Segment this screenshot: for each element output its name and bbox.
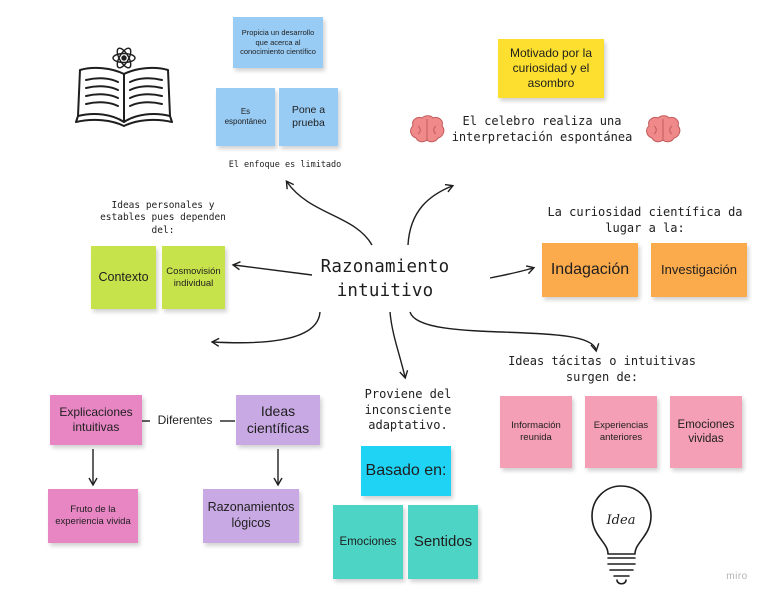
note-emociones-vividas: Emociones vividas (670, 396, 742, 468)
atom-icon (112, 47, 136, 69)
arrow-to-indagacion (489, 265, 536, 279)
note-informacion-reunida: Información reunida (500, 396, 572, 468)
note-fruto-experiencia: Fruto de la experiencia vivida (48, 489, 138, 543)
note-investigacion: Investigación (651, 243, 747, 297)
note-motivado-curiosidad: Motivado por la curiosidad y el asombro (498, 39, 604, 98)
note-es-espontaneo: Es espontáneo (216, 88, 275, 146)
miro-watermark: miro (726, 571, 748, 582)
page-title: Razonamiento intuitivo (320, 257, 450, 301)
arrow-to-proviene (389, 311, 409, 380)
note-propicia-desarrollo: Propicia un desarrollo que acerca al con… (233, 17, 323, 68)
note-pone-a-prueba: Pone a prueba (279, 88, 338, 146)
label-ideas-personales: Ideas personales y estables pues depende… (100, 200, 226, 236)
label-proviene-inconsciente: Proviene del inconsciente adaptativo. (364, 387, 452, 433)
label-celebro-interpretacion: El celebro realiza una interpretación es… (451, 114, 633, 144)
note-experiencias-anteriores: Experiencias anteriores (585, 396, 657, 468)
note-explicaciones-intuitivas: Explicaciones intuitivas (50, 395, 142, 445)
note-emociones: Emociones (333, 505, 403, 579)
book-icon (75, 47, 173, 127)
label-ideas-tacitas: Ideas tácitas o intuitivas surgen de: (508, 354, 696, 384)
arrow-to-ideas-tacitas (409, 311, 600, 353)
light-bulb-label: Idea (606, 513, 636, 528)
label-diferentes: Diferentes (157, 413, 213, 427)
arrow-to-bottom-left (210, 311, 321, 347)
label-enfoque-limitado: El enfoque es limitado (228, 160, 342, 170)
note-razonamientos-logicos: Razonamientos lógicos (203, 489, 299, 543)
brain-icon (410, 115, 445, 143)
note-contexto: Contexto (91, 246, 156, 309)
arrow-to-enfoque (285, 180, 373, 246)
arrow-to-celebro (407, 183, 455, 246)
brain-icon (646, 115, 681, 143)
light-bulb-icon: Idea (591, 485, 652, 585)
note-sentidos: Sentidos (408, 505, 478, 579)
arrow-to-contexto (231, 261, 313, 276)
note-basado-en: Basado en: (361, 446, 451, 496)
note-cosmovision-individual: Cosmovisión individual (162, 246, 225, 309)
note-ideas-cientificas: Ideas científicas (236, 395, 320, 445)
label-curiosidad-cientifica: La curiosidad científica da lugar a la: (547, 205, 743, 235)
note-indagacion: Indagación (542, 243, 638, 297)
